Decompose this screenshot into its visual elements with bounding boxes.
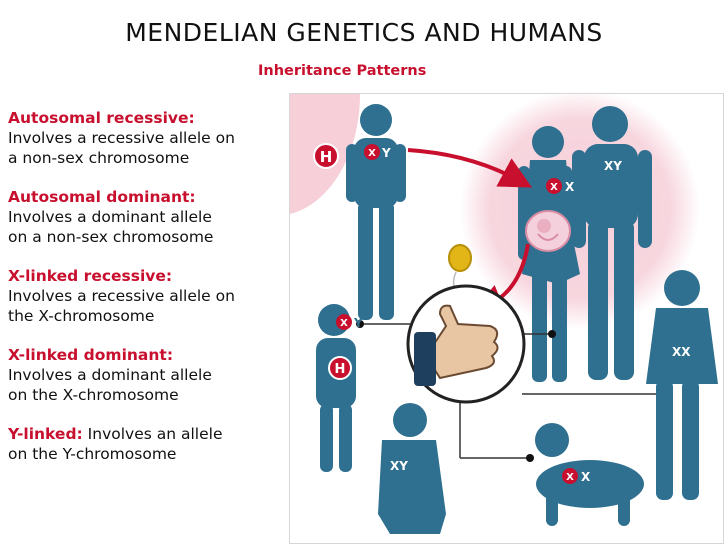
label-father-sex: XY	[604, 159, 622, 173]
pedigree-dots	[356, 320, 666, 462]
arrow-to-mother	[407, 148, 533, 188]
inheritance-illustration-svg: H X Y X X XY X Y H XX XY X X	[290, 94, 718, 534]
girl-figure	[646, 270, 718, 500]
label-boy-allele: H	[335, 362, 346, 377]
toddler-figure	[378, 403, 446, 534]
pattern-name: Autosomal recessive:	[8, 109, 195, 127]
pattern-name: Autosomal dominant:	[8, 188, 196, 206]
pattern-description: on the Y-chromosome	[8, 445, 177, 463]
thumbs-up-badge	[406, 284, 526, 404]
pedigree-lines	[360, 323, 662, 459]
label-toddler-sex: XY	[390, 459, 408, 473]
label-x-mark: X	[550, 182, 558, 193]
pattern-description: Involves a dominant allele	[8, 208, 212, 226]
coin-icon	[448, 244, 481, 302]
boy-figure	[316, 304, 356, 472]
pattern-description: a non-sex chromosome	[8, 149, 190, 167]
pattern-x-linked-dominant: X-linked dominant: Involves a dominant a…	[8, 345, 290, 405]
label-mother: X X	[546, 178, 575, 194]
label-baby-x: X	[581, 470, 591, 484]
father-figure	[572, 106, 652, 380]
pattern-first-line: Y-linked: Involves an allele	[8, 424, 290, 444]
pattern-name: Y-linked:	[8, 425, 83, 443]
label-x-mark: X	[368, 148, 376, 159]
grandfather-figure	[346, 104, 406, 320]
label-boy: X Y H	[328, 314, 363, 380]
pattern-description: on the X-chromosome	[8, 386, 179, 404]
pattern-description: Involves a recessive allele on	[8, 129, 235, 147]
pattern-description: the X-chromosome	[8, 307, 155, 325]
pattern-description: Involves an allele	[82, 425, 223, 443]
pattern-y-linked: Y-linked: Involves an allele on the Y-ch…	[8, 424, 290, 464]
inheritance-pattern-list: Autosomal recessive: Involves a recessiv…	[8, 108, 290, 483]
pattern-x-linked-recessive: X-linked recessive: Involves a recessive…	[8, 266, 290, 326]
pattern-name: X-linked recessive:	[8, 267, 173, 285]
pattern-autosomal-dominant: Autosomal dominant: Involves a dominant …	[8, 187, 290, 247]
label-grandfather-y: Y	[381, 146, 391, 160]
baby-figure	[535, 423, 644, 526]
label-baby: X X	[562, 468, 591, 484]
pattern-description: on a non-sex chromosome	[8, 228, 214, 246]
label-grandfather-allele: H	[320, 148, 333, 166]
fetus-illustration	[525, 210, 571, 252]
label-mother-x: X	[565, 180, 575, 194]
label-boy-y: Y	[353, 316, 363, 330]
inheritance-illustration: H X Y X X XY X Y H XX XY X X	[289, 93, 724, 544]
page-title: MENDELIAN GENETICS AND HUMANS	[125, 18, 603, 47]
pattern-autosomal-recessive: Autosomal recessive: Involves a recessiv…	[8, 108, 290, 168]
page-subtitle: Inheritance Patterns	[258, 63, 427, 79]
pattern-description: Involves a dominant allele	[8, 366, 212, 384]
label-x-mark: X	[340, 318, 348, 329]
pattern-name: X-linked dominant:	[8, 346, 174, 364]
label-girl-sex: XX	[672, 345, 691, 359]
label-x-mark: X	[566, 472, 574, 483]
label-grandfather: H X Y	[313, 143, 391, 169]
pattern-description: Involves a recessive allele on	[8, 287, 235, 305]
